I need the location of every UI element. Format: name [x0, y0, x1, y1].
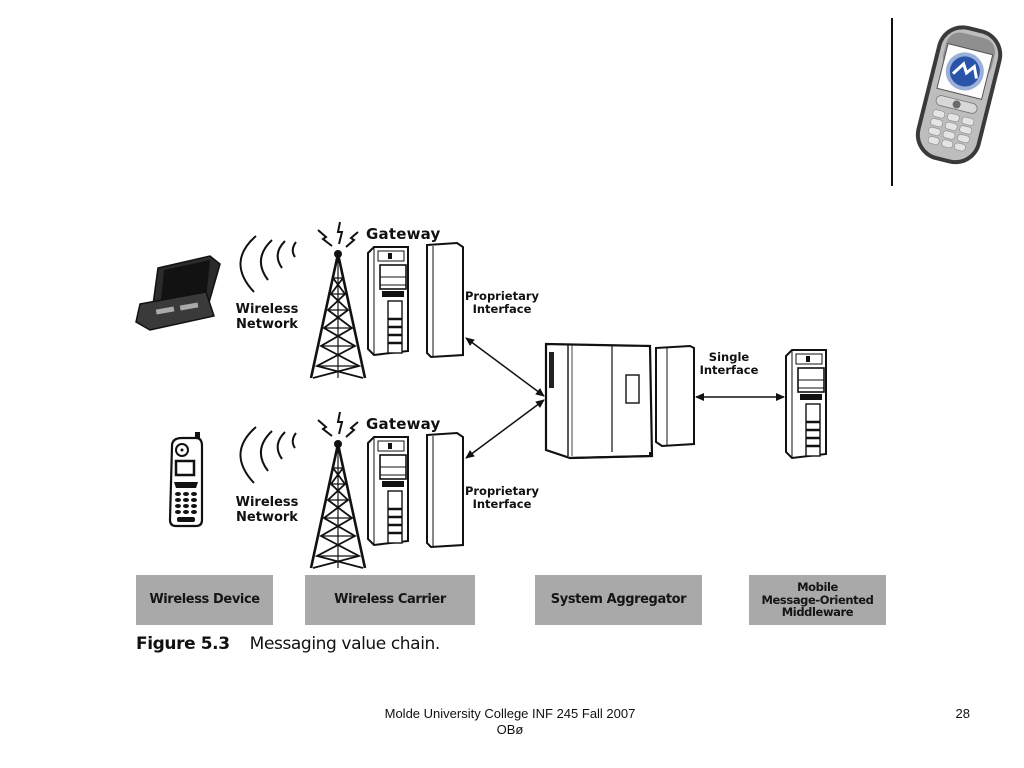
antenna-tower-icon [309, 220, 367, 380]
mom-label-line3: Middleware [781, 605, 854, 620]
proprietary-label-line1: Proprietary [464, 289, 540, 303]
category-wireless-device: Wireless Device [136, 575, 273, 625]
mobile-phone-photo-icon [915, 25, 1003, 165]
category-wireless-carrier: Wireless Carrier [305, 575, 475, 625]
network-label-line2: Network [236, 316, 298, 332]
mainframe-icon [544, 342, 654, 460]
connection-arrows [465, 337, 785, 459]
single-interface-label: Single Interface [696, 350, 762, 378]
single-label-line1: Single [708, 350, 750, 364]
figure-number: Figure 5.3 [136, 634, 230, 654]
interface-label-line2: Interface [472, 497, 532, 512]
gateway-cabinet-icon [426, 432, 464, 548]
antenna-tower-icon [309, 410, 367, 570]
gateway-label-bottom: Gateway [366, 415, 441, 433]
figure-title: Messaging value chain. [249, 634, 441, 654]
wireless-waves-icon [239, 426, 297, 484]
gateway-label-top: Gateway [366, 225, 441, 243]
wireless-waves-icon [239, 235, 297, 293]
wireless-network-label-bottom: Wireless Network [232, 495, 302, 526]
proprietary-interface-arrow-bottom [465, 399, 545, 459]
server-tower-icon [784, 348, 828, 460]
wireless-label-line1: Wireless [235, 495, 299, 510]
figure-caption: Figure 5.3 Messaging value chain. [136, 634, 440, 654]
interface-label-line2: Interface [699, 363, 759, 378]
gateway-cabinet-icon [426, 242, 464, 358]
gateway-server-icon [366, 245, 410, 357]
cell-phone-icon [168, 432, 204, 528]
category-mobile-mom: Mobile Message-Oriented Middleware [749, 575, 886, 625]
header-divider [891, 18, 893, 186]
proprietary-interface-label-bottom: Proprietary Interface [462, 484, 542, 512]
footer-line1: Molde University College INF 245 Fall 20… [384, 706, 636, 721]
gateway-server-icon [366, 435, 410, 547]
footer-line2: OBø [496, 722, 524, 737]
proprietary-interface-arrow-top [465, 337, 545, 397]
network-label-line2: Network [236, 509, 298, 525]
page-number: 28 [955, 706, 970, 721]
proprietary-interface-label-top: Proprietary Interface [462, 289, 542, 317]
laptop-icon [135, 255, 221, 331]
proprietary-label-line1: Proprietary [464, 484, 540, 498]
slide-footer: Molde University College INF 245 Fall 20… [360, 706, 660, 738]
interface-label-line2: Interface [472, 302, 532, 317]
category-system-aggregator: System Aggregator [535, 575, 702, 625]
wireless-network-label-top: Wireless Network [232, 302, 302, 333]
wireless-label-line1: Wireless [235, 302, 299, 317]
aggregator-cabinet-icon [655, 344, 695, 448]
mom-label-line1: Mobile [797, 580, 838, 595]
mom-label-line2: Message-Oriented [761, 592, 874, 607]
